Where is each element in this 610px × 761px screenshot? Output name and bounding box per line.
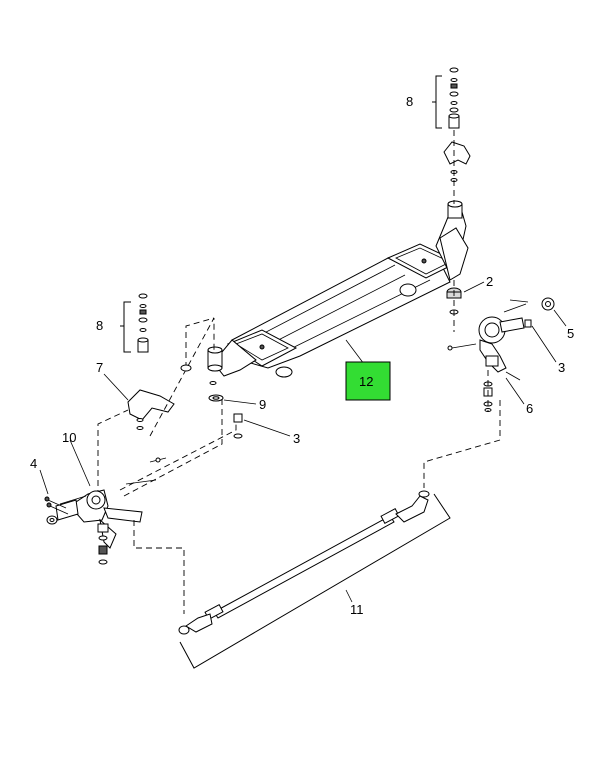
highlight-box-12: 12 [345, 339, 391, 401]
callout-8-left: 8 [96, 318, 103, 333]
kingpin-cap-right [443, 130, 471, 204]
callout-11: 11 [350, 602, 364, 617]
right-spindle-nut: 5 [541, 297, 574, 341]
callout-3-right: 3 [558, 360, 565, 375]
left-thrust-washer: 9 [208, 394, 266, 412]
right-thrust-washer: 2 [446, 274, 493, 332]
left-grease-fitting: 3 [233, 413, 300, 446]
right-kingpin-boss [447, 200, 463, 219]
callout-2: 2 [486, 274, 493, 289]
callout-7: 7 [96, 360, 103, 375]
right-tie-rod-leader [423, 400, 501, 488]
callout-8-top: 8 [406, 94, 413, 109]
kingpin-kit-left: 8 [96, 293, 149, 353]
tie-rod-assembly: 11 [178, 490, 451, 669]
axle-beam [215, 211, 469, 378]
right-grease-fitting: 3 [524, 319, 565, 375]
callout-3-mid: 3 [293, 431, 300, 446]
kingpin-cap-left: 7 [96, 317, 215, 496]
callout-10: 10 [62, 430, 76, 445]
kingpin-kit-top: 8 [406, 67, 460, 129]
right-steering-knuckle: 6 [447, 299, 533, 416]
callout-5: 5 [567, 326, 574, 341]
callout-4: 4 [30, 456, 37, 471]
left-kingpin-boss [207, 346, 223, 372]
left-upper-washer [180, 364, 217, 385]
callout-12: 12 [359, 374, 373, 389]
left-steering-knuckle: 10 [46, 398, 237, 614]
callout-9: 9 [259, 397, 266, 412]
left-bolts: 4 [30, 456, 69, 515]
callout-6: 6 [526, 401, 533, 416]
